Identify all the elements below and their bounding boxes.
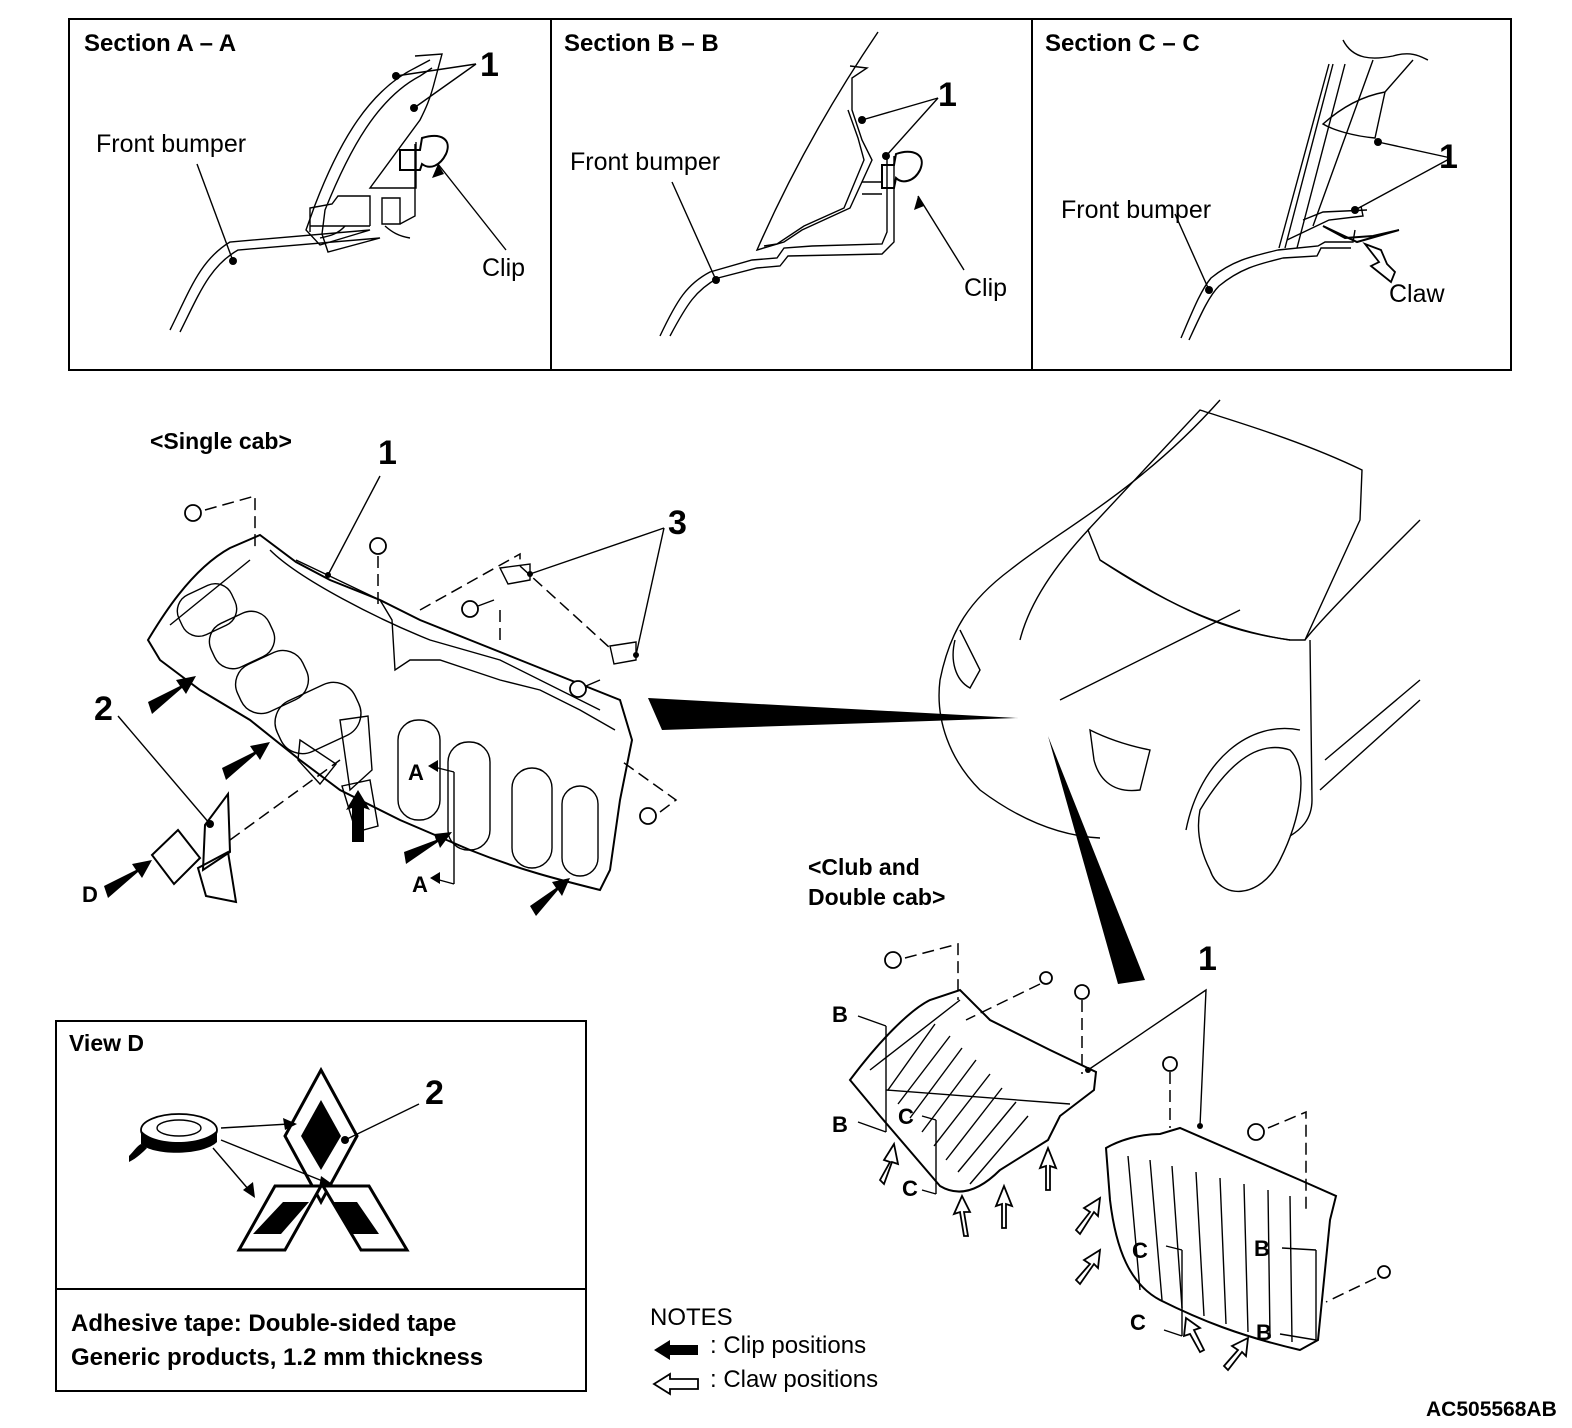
section-a-callout-1: 1 [480,46,499,84]
section-a-bumper-label: Front bumper [96,130,247,158]
right-grille-slats [1127,1155,1293,1343]
figure-id: AC505568AB [1426,1398,1557,1421]
section-c-drawing [1174,39,1452,341]
pointer-wedge-single-cab [648,698,1018,730]
section-c-title: Section C – C [1045,30,1200,57]
section-b-drawing [659,31,965,337]
left-grille-slats [887,1023,1029,1185]
cut-mark-c-1: C [898,1104,914,1129]
single-cab-callout-3: 3 [668,504,687,542]
view-d-callout-2: 2 [425,1074,444,1112]
grille-openings [176,583,599,877]
section-b-callout-1: 1 [938,76,957,114]
single-cab-callout-2: 2 [94,690,113,728]
section-a-drawing [169,53,507,333]
clip-arrows [104,676,570,916]
view-d-divider [57,1288,587,1290]
section-panel-c: Section C – C 1 Front bumper Claw [1031,18,1512,371]
view-d-panel: View D 2 Adhesive tape: Double-sided tap… [55,1020,587,1392]
claw-positions-label: : Claw positions [710,1366,879,1393]
single-cab-heading: <Single cab> [150,428,292,454]
cut-mark-b-2: B [832,1112,848,1137]
club-cab-callout-1: 1 [1198,940,1217,978]
emblem-2-drawing [117,715,341,904]
section-b-clip-label: Clip [964,274,1008,302]
view-d-marker: D [82,882,98,907]
section-panel-b: Section B – B 1 Front bumper Clip [550,18,1033,371]
single-cab-callout-1: 1 [378,434,397,472]
solid-arrow-icon [654,1340,698,1360]
mitsubishi-emblem-drawing [129,1066,420,1252]
adhesive-tape-note-line2: Generic products, 1.2 mm thickness [71,1344,484,1371]
section-a-title: Section A – A [84,30,237,57]
club-cab-heading-line2: Double cab> [808,884,946,910]
fasteners [184,475,678,825]
cut-mark-b-3: B [1254,1236,1270,1261]
hollow-arrow-icon [652,1372,699,1396]
cut-mark-c-4: C [1130,1310,1146,1335]
notes-heading: NOTES [650,1304,733,1331]
section-b-bumper-label: Front bumper [570,148,721,176]
section-c-claw-label: Claw [1389,280,1445,308]
cut-mark-b-1: B [832,1002,848,1027]
section-panel-a: Section A – A 1 Front bumper Clip [68,18,552,371]
adhesive-tape-note-line1: Adhesive tape: Double-sided tape [71,1310,457,1337]
cut-mark-a-lower: A [412,872,428,897]
cut-mark-c-2: C [902,1176,918,1201]
clip-positions-label: : Clip positions [710,1332,867,1359]
cut-mark-a-upper: A [408,760,424,785]
section-b-title: Section B – B [564,30,719,57]
claw-arrows [878,1141,1250,1372]
section-a-clip-label: Clip [482,254,526,282]
tape-roll-icon [129,1113,218,1162]
view-d-title: View D [69,1030,144,1056]
club-cab-heading-line1: <Club and [808,854,920,880]
pointer-wedge-club-cab [1048,736,1145,984]
section-c-bumper-label: Front bumper [1061,196,1212,224]
